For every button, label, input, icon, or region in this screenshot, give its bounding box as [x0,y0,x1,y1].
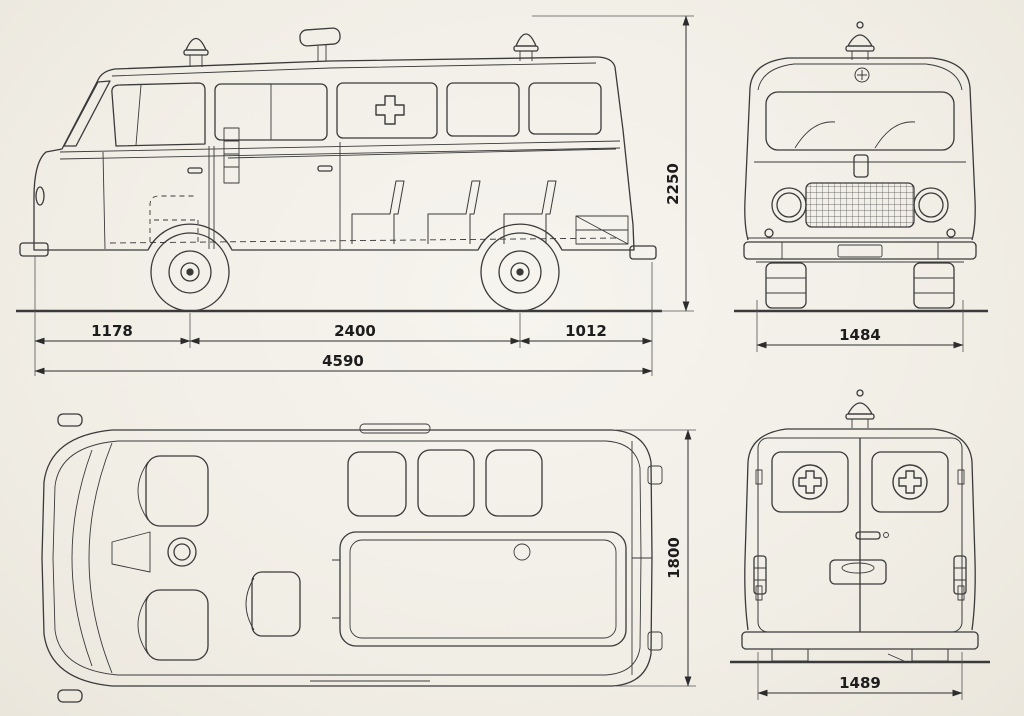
rear-bumper [741,631,979,650]
exhaust-pipe [887,653,905,662]
bench-cushion [347,451,407,517]
turn-signal [35,186,45,206]
parking-light [764,228,774,238]
beacon-light-icon [183,37,209,67]
side-view-drawing [16,27,662,313]
rear-window [871,451,949,513]
plan-view-drawing [41,413,663,703]
rear-door-hinge [647,631,663,651]
door-handle [317,165,333,172]
windshield [765,91,955,151]
driver-seat [137,455,209,527]
front-wheel [150,232,230,312]
passenger-seat [137,589,209,661]
siren-horn-icon [299,27,341,62]
door-handle [187,167,203,174]
side-mirror-icon [57,689,83,703]
bench-cushion [485,449,543,517]
front-view-dimensions: 1484 [756,300,964,352]
dimension-rear-track: 1489 [839,674,881,692]
wiper-icon [874,121,916,149]
engine-cover [167,537,197,567]
rear-bumper [629,245,657,260]
dimension-overall-height: 2250 [664,163,682,205]
medical-cross-badge-icon [854,67,870,83]
beacon-light-icon [845,21,875,60]
beacon-light-icon [513,33,539,61]
bench-cushion [417,449,475,517]
rear-wheel [480,232,560,312]
front-view-drawing [734,21,988,313]
plan-view-dimensions: 1800 [616,429,696,687]
wiper-icon [794,121,836,149]
taillight-icon [753,555,967,595]
door-handle [855,531,881,540]
rear-window [771,451,849,513]
front-bumper [743,241,977,260]
front-bumper [19,242,49,257]
side-mirror-icon [57,413,83,427]
attendant-seat [245,571,301,637]
dimension-overall-width: 1800 [665,537,683,579]
license-lamp [829,559,887,585]
rear-door-hinge [647,465,663,485]
dimension-rear-overhang: 1012 [565,322,607,340]
medical-cross-icon [892,464,928,500]
rear-view-drawing [730,389,990,664]
side-view-dimensions: 1178 2400 1012 4590 2250 [34,15,694,376]
parking-light [946,228,956,238]
grille-mesh [805,182,915,228]
front-wheels [765,262,955,309]
medical-cross-icon [375,95,405,125]
dimension-wheelbase: 2400 [334,322,376,340]
rear-view-dimensions: 1489 [757,652,963,700]
beacon-light-icon [845,389,875,428]
medical-cross-icon [792,464,828,500]
dimension-front-track: 1484 [839,326,881,344]
dimension-front-overhang: 1178 [91,322,133,340]
dimension-overall-length: 4590 [322,352,364,370]
brand-badge [853,154,869,178]
stretcher [332,531,627,647]
